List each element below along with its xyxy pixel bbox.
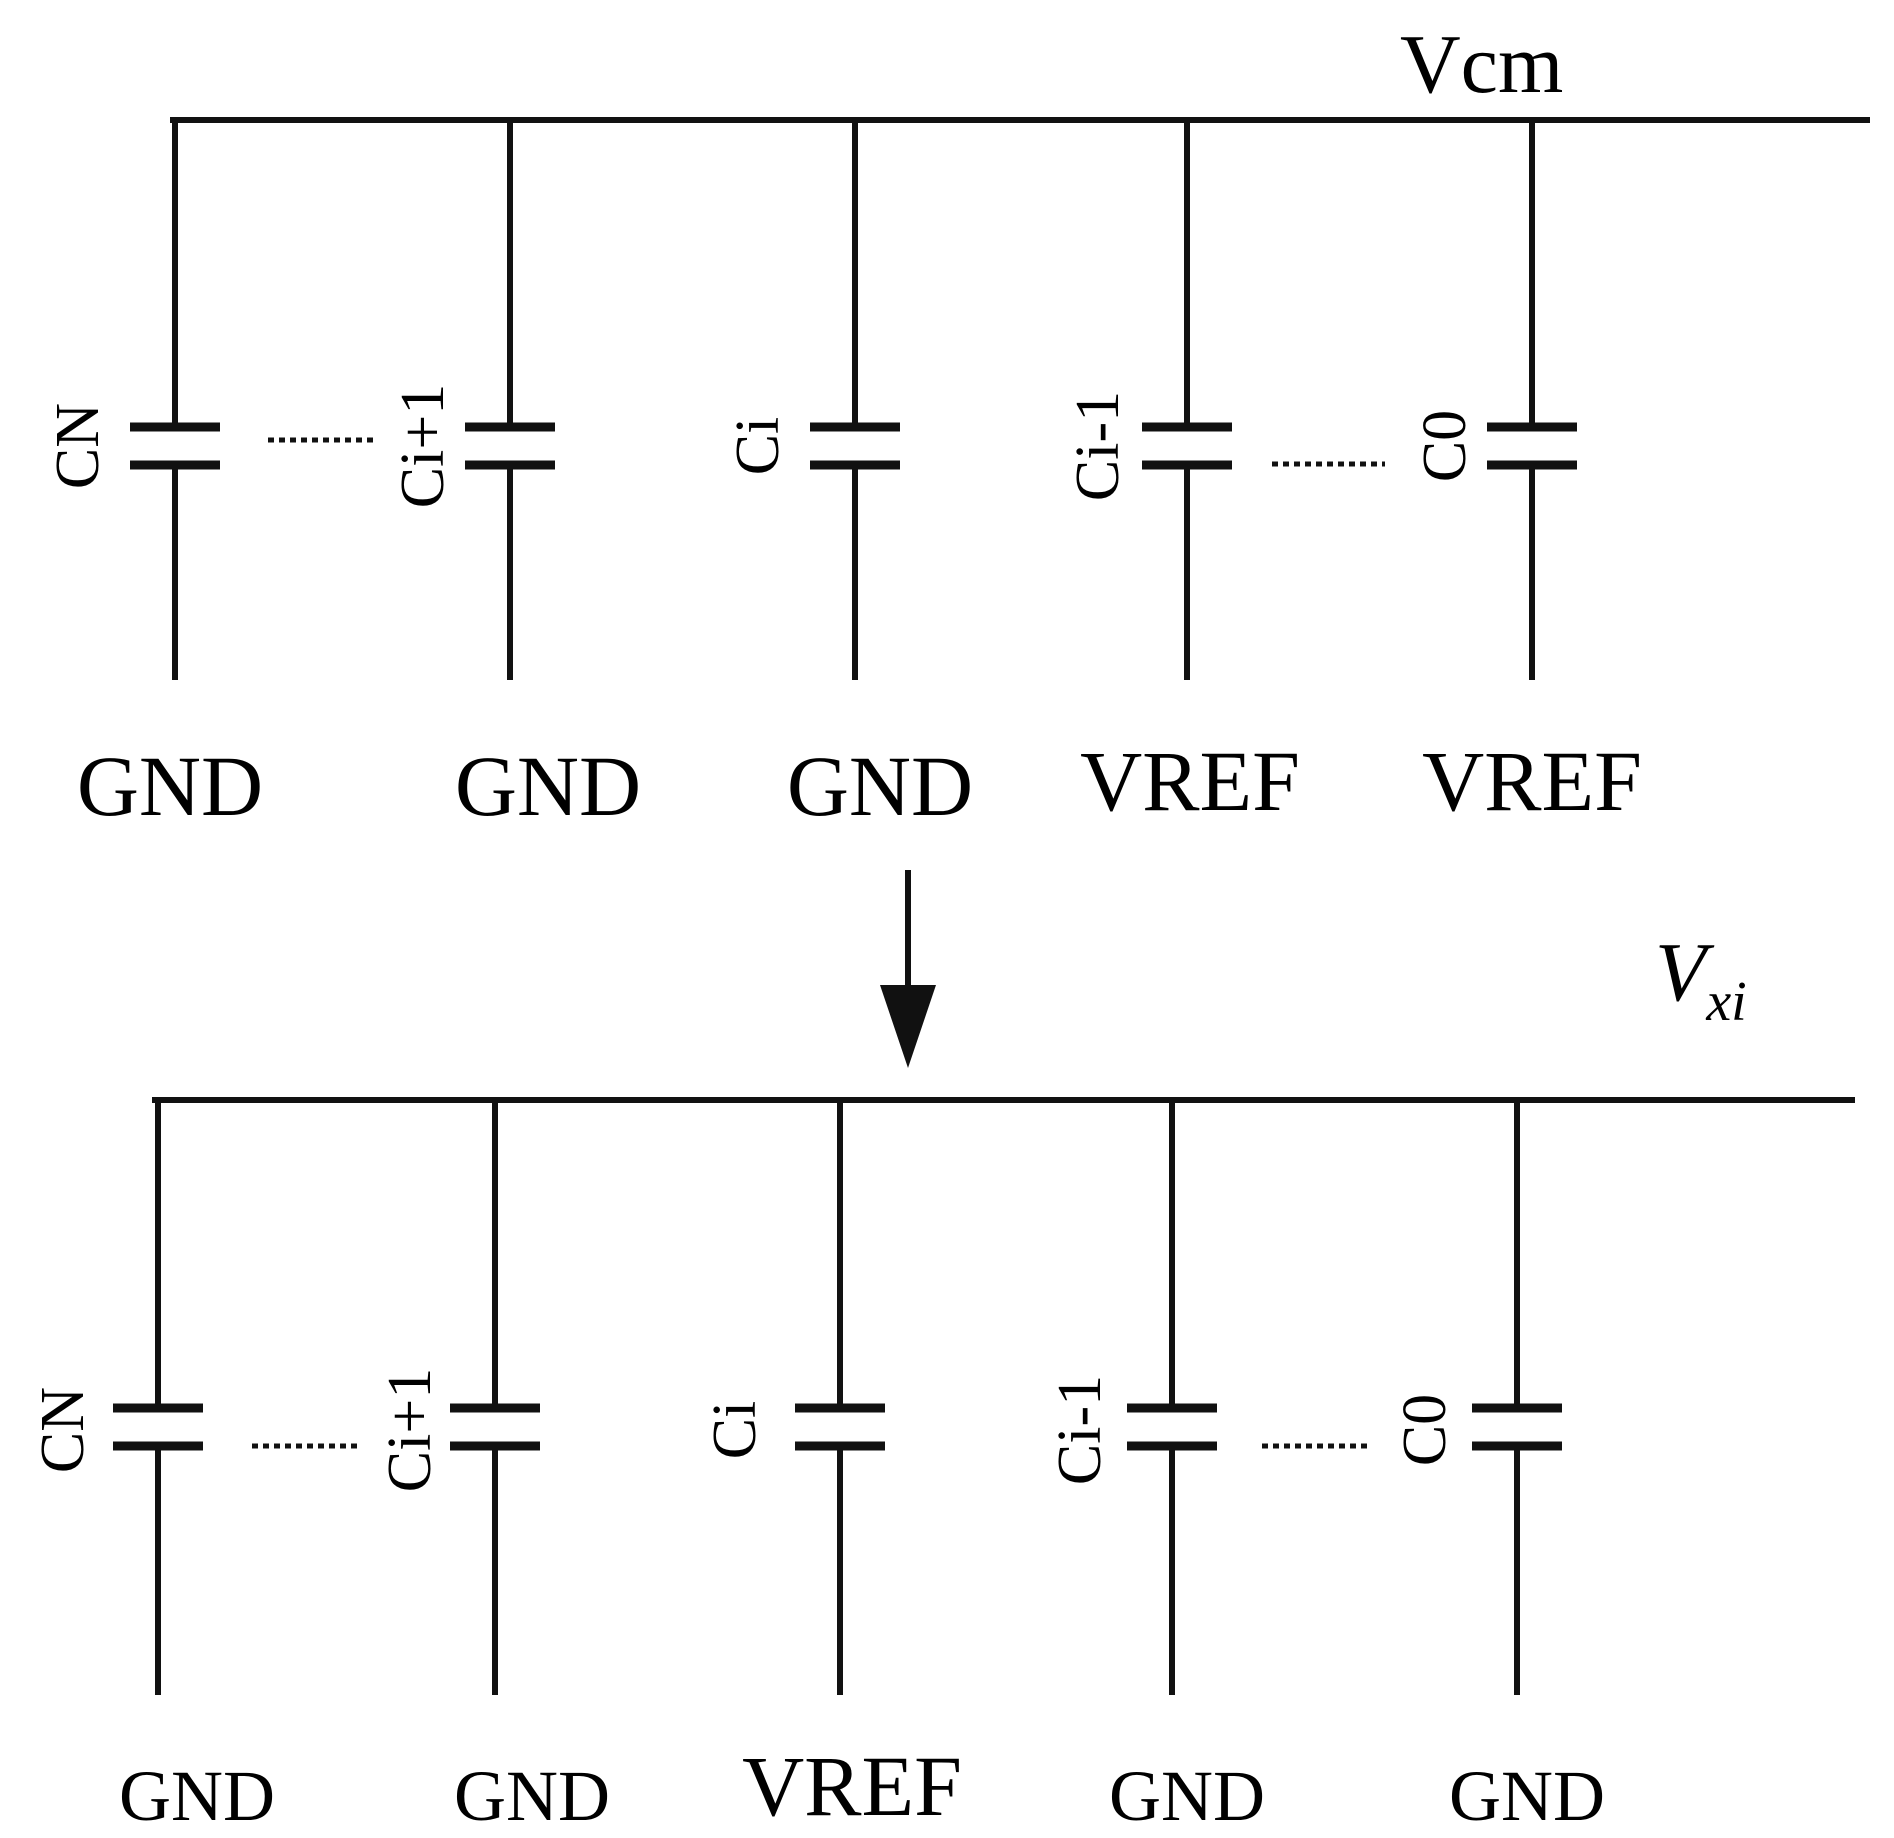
bottom-bus-label-main: V — [1655, 926, 1715, 1019]
top-terminal-ci-minus-1: VREF — [1080, 733, 1300, 829]
bottom-terminal-ci: VREF — [742, 1738, 962, 1834]
bottom-terminal-ci-plus-1: GND — [454, 1756, 610, 1836]
top-capacitor-ci-minus-1: Ci-1 VREF — [1064, 120, 1300, 829]
bottom-cap-label-c0: C0 — [1391, 1394, 1459, 1466]
bottom-terminal-cn: GND — [119, 1756, 275, 1836]
bottom-cap-label-ci: Ci — [701, 1401, 769, 1460]
top-capacitor-ci: Ci GND — [724, 120, 973, 834]
bottom-terminal-ci-minus-1: GND — [1109, 1756, 1265, 1836]
bottom-capacitor-cn: CN GND — [29, 1100, 275, 1836]
top-terminal-c0: VREF — [1422, 733, 1642, 829]
bottom-capacitor-ci-minus-1: Ci-1 GND — [1046, 1100, 1265, 1836]
top-terminal-ci: GND — [787, 738, 973, 834]
top-cap-label-c0: C0 — [1411, 410, 1479, 482]
bottom-terminal-c0: GND — [1449, 1756, 1605, 1836]
top-bus-label: Vcm — [1400, 18, 1563, 111]
top-cap-label-ci-plus-1: Ci+1 — [389, 384, 457, 509]
top-terminal-cn: GND — [77, 738, 263, 834]
bottom-bus-label: Vxi — [1655, 926, 1747, 1033]
bottom-cap-label-ci-minus-1: Ci-1 — [1046, 1375, 1114, 1485]
arrow-down-icon — [880, 870, 936, 1068]
bottom-cap-label-ci-plus-1: Ci+1 — [376, 1368, 444, 1493]
top-cap-label-ci-minus-1: Ci-1 — [1064, 391, 1132, 501]
top-capacitor-ci-plus-1: Ci+1 GND — [389, 120, 641, 834]
top-terminal-ci-plus-1: GND — [455, 738, 641, 834]
top-capacitor-c0: C0 VREF — [1411, 120, 1642, 829]
bottom-bus-label-sub: xi — [1705, 971, 1746, 1033]
bottom-cap-label-cn: CN — [29, 1387, 97, 1473]
top-circuit: Vcm CN GND Ci+1 GND Ci GND — [44, 18, 1870, 834]
bottom-capacitor-ci: Ci VREF — [701, 1100, 962, 1834]
top-cap-label-ci: Ci — [724, 417, 792, 476]
bottom-capacitor-ci-plus-1: Ci+1 GND — [376, 1100, 610, 1836]
bottom-capacitor-c0: C0 GND — [1391, 1100, 1605, 1836]
bottom-circuit: Vxi CN GND Ci+1 GND Ci VRE — [29, 926, 1855, 1836]
top-cap-label-cn: CN — [44, 403, 112, 489]
top-capacitor-cn: CN GND — [44, 120, 263, 834]
